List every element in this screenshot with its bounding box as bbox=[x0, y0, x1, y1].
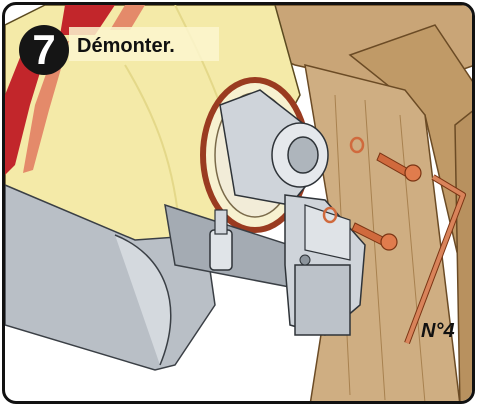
step-number-badge: 7 bbox=[19, 25, 69, 75]
allen-key-size-label: N°4 bbox=[421, 320, 455, 342]
support-bracket bbox=[209, 89, 366, 336]
fabric-stripe bbox=[23, 41, 69, 173]
fabric-stripe bbox=[110, 5, 145, 30]
wood-post-right bbox=[454, 110, 472, 401]
illustration-frame: 7 Démonter. N°4 bbox=[2, 2, 475, 404]
bolt-lower bbox=[322, 206, 398, 251]
bolt-upper bbox=[349, 136, 422, 182]
assembly-illustration bbox=[5, 5, 472, 401]
step-title: Démonter. bbox=[77, 35, 175, 57]
